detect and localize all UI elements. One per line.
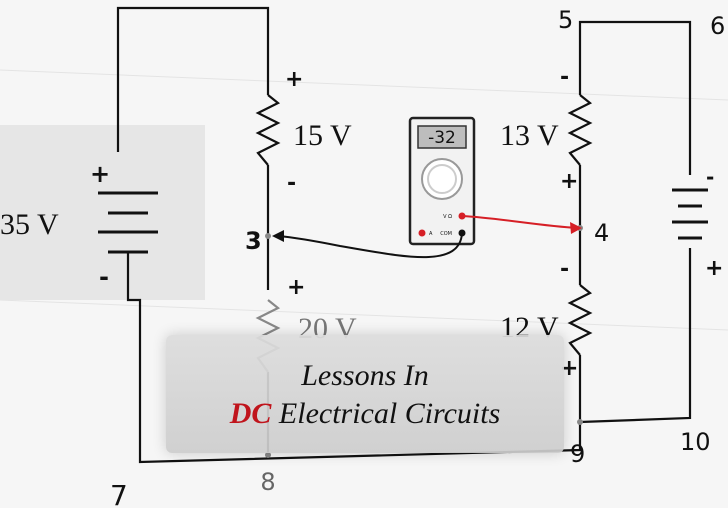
node-3-label: 3: [245, 227, 262, 255]
node-6-label: 6: [710, 12, 725, 40]
battery-right-plus: +: [705, 256, 723, 281]
meter-display-value: -32: [428, 128, 456, 148]
r13-label: 13 V: [500, 119, 559, 152]
battery-right-minus: -: [706, 165, 714, 189]
resistor-15v: [255, 94, 281, 166]
probe-black-tip: [272, 230, 284, 242]
r20-plus: +: [287, 275, 305, 300]
node-3-dot: [265, 233, 271, 239]
multimeter: -32 V Ω A COM: [408, 116, 476, 246]
node-8-label: 8: [260, 468, 275, 496]
wire-bottom: [126, 252, 582, 464]
node-9-dot: [577, 419, 583, 425]
title-line2-rest: Electrical Circuits: [278, 397, 501, 430]
shaded-region: [0, 125, 205, 300]
battery-35v-minus: -: [99, 263, 109, 291]
background-lines: [0, 69, 728, 331]
node-8-dot: [265, 452, 271, 458]
node-9-label: 9: [570, 440, 585, 468]
wire-right-bottom: [579, 248, 692, 424]
r15-plus: +: [285, 67, 303, 92]
battery-right-symbol: [672, 188, 708, 240]
title-panel: Lessons In DC Electrical Circuits: [166, 335, 564, 453]
battery-35v-plus: +: [90, 160, 110, 188]
node-4-label: 4: [594, 219, 609, 247]
meter-display-bg: [417, 125, 467, 149]
battery-35v-symbol: [98, 191, 158, 254]
meter-jack-a-label: A: [429, 231, 433, 237]
title-line1: Lessons In: [301, 359, 429, 392]
battery-35v-label: 35 V: [0, 208, 59, 241]
meter-jack-com-label: COM: [440, 231, 452, 237]
r13-minus: -: [560, 65, 569, 90]
r13-plus: +: [560, 169, 578, 194]
r15-label: 15 V: [293, 119, 352, 152]
title-line2: DC Electrical Circuits: [166, 397, 564, 431]
probe-red-tip: [570, 222, 582, 234]
resistor-12v: [567, 284, 593, 356]
probe-lead-red: [461, 215, 579, 229]
r12-plus: +: [560, 356, 578, 381]
probe-lead-black: [277, 232, 463, 259]
r12-minus: -: [560, 257, 569, 282]
r15-minus: -: [287, 171, 296, 196]
node-7-label: 7: [110, 479, 128, 508]
wire-top-left: [116, 6, 270, 152]
node-5-label: 5: [558, 6, 573, 34]
meter-jack-a[interactable]: [418, 229, 426, 237]
node-10-label: 10: [680, 428, 711, 456]
meter-jack-v-label: V Ω: [443, 214, 452, 220]
wire-top-right: [578, 20, 692, 175]
title-accent: DC: [229, 397, 272, 430]
resistor-13v: [567, 94, 593, 166]
